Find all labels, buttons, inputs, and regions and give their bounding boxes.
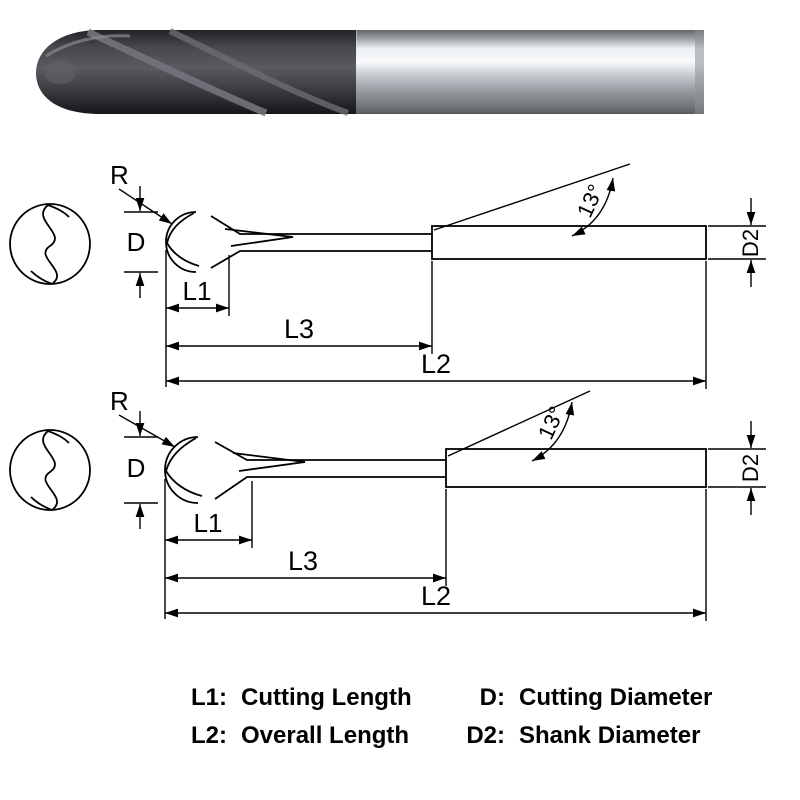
shank-outline (445, 448, 707, 488)
neck-bottom-line (214, 476, 446, 500)
end-view (9, 429, 91, 511)
technical-drawing-1: R D 13° (9, 160, 766, 389)
cutting-diameter-dimension: D (124, 411, 158, 529)
cutting-diameter-label: D (127, 227, 146, 257)
ball-cutting-edge-curve (166, 212, 200, 267)
flute-edge-line (224, 228, 294, 247)
end-view-flute-curve (42, 204, 58, 285)
radius-callout: R (110, 160, 173, 225)
cutting-length-dimension: L1 (164, 479, 253, 619)
end-view-flute-gash (30, 496, 53, 511)
neck-top-line (210, 215, 432, 235)
radius-callout: R (110, 386, 176, 448)
photo-shank-endcap (695, 30, 704, 114)
legend-key-l2: L2: (191, 722, 227, 749)
photo-cutting-portion (36, 30, 356, 114)
angle-arc (531, 401, 575, 462)
product-photo (36, 28, 704, 117)
photo-flute-highlight (86, 28, 268, 117)
radius-label: R (110, 160, 129, 190)
angle-reference-line (447, 390, 591, 457)
cutting-diameter-label: D (127, 453, 146, 483)
taper-angle-annotation: 13° (447, 390, 591, 462)
legend-key-d2: D2: (466, 722, 505, 749)
taper-angle-label: 13° (533, 402, 570, 443)
ball-cutting-edge-curve (165, 437, 203, 497)
l3-dimension: L3 (166, 261, 433, 354)
overall-length-dimension: L2 (166, 261, 707, 389)
neck-top-line (214, 441, 446, 461)
neck-bottom-line (210, 250, 432, 269)
ball-nose-outline (165, 211, 197, 273)
shank-diameter-label: D2 (738, 454, 763, 482)
shank-outline (431, 225, 707, 260)
end-view-flute-gash (30, 270, 53, 285)
end-view-flute-gash (47, 430, 70, 444)
shank-diameter-label: D2 (738, 229, 763, 257)
cutting-diameter-dimension: D (124, 186, 158, 298)
end-view-circle (9, 429, 91, 511)
overall-length-label: L2 (421, 349, 451, 379)
legend-key-l1: L1: (191, 684, 227, 711)
ball-nose-outline (164, 436, 199, 504)
l3-label: L3 (284, 314, 314, 344)
end-view-flute-curve (42, 430, 58, 511)
legend-value-d: Cutting Diameter (519, 684, 713, 711)
technical-drawing-2: R D 13° (9, 386, 766, 621)
tool-profile (165, 211, 707, 273)
cutting-length-label: L1 (183, 276, 212, 306)
legend-value-d2: Shank Diameter (519, 722, 701, 749)
radius-leader-line (118, 414, 176, 448)
legend-value-l2: Overall Length (241, 722, 410, 749)
angle-arc (571, 177, 616, 237)
end-view-circle (9, 203, 91, 285)
end-view (9, 203, 91, 285)
overall-length-label: L2 (421, 581, 451, 611)
shank-diameter-dimension: D2 (708, 198, 766, 287)
angle-reference-line (433, 163, 631, 231)
radius-label: R (110, 386, 129, 416)
cutting-length-label: L1 (194, 508, 223, 538)
legend: L1: Cutting Length D: Cutting Diameter L… (183, 684, 712, 750)
end-view-flute-gash (47, 204, 70, 218)
photo-ball-tip (44, 60, 76, 84)
overall-length-dimension: L2 (165, 489, 707, 621)
photo-shank (352, 30, 704, 114)
l3-label: L3 (288, 546, 318, 576)
photo-flute-highlight (168, 28, 350, 116)
flute-edge-line (232, 452, 306, 472)
cutting-length-dimension: L1 (165, 250, 230, 387)
legend-value-l1: Cutting Length (241, 684, 412, 711)
radius-leader-line (118, 188, 173, 225)
photo-ball-highlight (45, 34, 131, 58)
tool-profile (164, 436, 707, 504)
l3-dimension: L3 (165, 489, 447, 586)
shank-diameter-dimension: D2 (708, 421, 766, 515)
taper-angle-label: 13° (572, 180, 609, 221)
legend-key-d: D: (479, 684, 505, 711)
